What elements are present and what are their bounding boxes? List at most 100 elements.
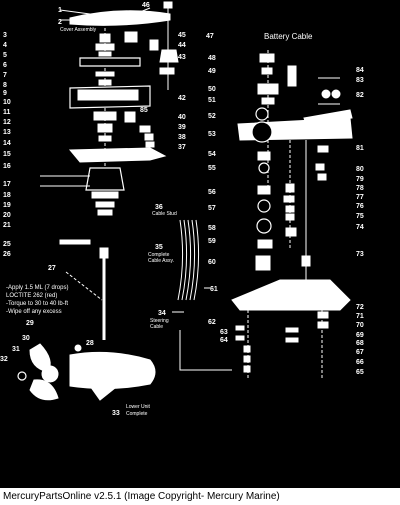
part-21-shape (97, 209, 113, 216)
clamp-bracket-shape (231, 279, 351, 311)
callout-19: 19 (3, 202, 11, 209)
part-49-shape (261, 67, 273, 75)
callout-3: 3 (3, 32, 7, 39)
part-56-shape (257, 185, 271, 195)
part-3-shape (99, 33, 111, 43)
part-14-shape (97, 123, 113, 133)
part-78-shape (285, 183, 295, 193)
bracket-pivot (251, 121, 273, 143)
cable-stud-caption: Cable Stud (152, 211, 177, 217)
callout-31: 31 (12, 346, 20, 353)
part-7-shape (95, 71, 115, 77)
callout-65: 65 (356, 369, 364, 376)
callout-28: 28 (86, 340, 94, 347)
callout-39: 39 (178, 124, 186, 131)
callout-36: 36 (155, 204, 163, 211)
part-19-shape (91, 191, 119, 199)
callout-55: 55 (208, 165, 216, 172)
part-59-shape (257, 239, 273, 249)
part-81-shape (317, 145, 329, 153)
part-67-shape (243, 345, 251, 353)
callout-57: 57 (208, 205, 216, 212)
part-74-shape (285, 227, 297, 237)
loctite-note-line-2: LOCTITE 262 (red) (6, 293, 57, 299)
part-6-plate (79, 57, 141, 67)
steering-cable-caption-2: Cable (150, 324, 163, 330)
part-60-shape (255, 255, 271, 271)
part-17-collar (85, 167, 125, 191)
callout-71: 71 (356, 313, 364, 320)
part-64-shape (235, 335, 245, 341)
part-38-shape (144, 133, 154, 141)
complete-cable-caption-2: Cable Assy. (148, 258, 174, 264)
part-65-shape (243, 365, 251, 373)
callout-83: 83 (356, 77, 364, 84)
callout-8: 8 (3, 82, 7, 89)
battery-cable-caption: Battery Cable (264, 32, 313, 41)
part-84-shape (287, 65, 297, 87)
skeg-shape (88, 385, 117, 401)
callout-25: 25 (3, 241, 11, 248)
callout-10: 10 (3, 99, 11, 106)
callout-9: 9 (3, 90, 7, 97)
callout-13: 13 (3, 129, 11, 136)
callout-35: 35 (155, 244, 163, 251)
loctite-note-line-4: -Wipe off any excess (6, 309, 62, 315)
callout-74: 74 (356, 224, 364, 231)
loctite-note-line-1: -Apply 1.5 ML (7 drops) (6, 285, 68, 291)
callout-75: 75 (356, 213, 364, 220)
callout-12: 12 (3, 119, 11, 126)
callout-32: 32 (0, 356, 8, 363)
callout-15: 15 (3, 151, 11, 158)
part-79-shape (317, 173, 327, 181)
callout-48: 48 (208, 55, 216, 62)
callout-67: 67 (356, 349, 364, 356)
part-43-shape (159, 49, 179, 63)
callout-66: 66 (356, 359, 364, 366)
part-25-shape (59, 239, 91, 245)
callout-2: 2 (58, 19, 62, 26)
cover-assembly-shape (69, 10, 171, 26)
callout-53: 53 (208, 131, 216, 138)
part-15-shape (98, 135, 112, 142)
callout-4: 4 (3, 42, 7, 49)
part-8-shape (98, 79, 112, 86)
callout-81: 81 (356, 145, 364, 152)
callout-43: 43 (178, 54, 186, 61)
prop-nut (17, 371, 27, 381)
callout-49: 49 (208, 68, 216, 75)
part-80-shape (315, 163, 325, 171)
part-82-b (331, 89, 341, 99)
callout-11: 11 (3, 109, 11, 116)
part-58-shape (256, 218, 272, 234)
part-70-shape (317, 321, 329, 329)
part-51-shape (261, 97, 275, 105)
part-68-shape (285, 337, 299, 343)
callout-38: 38 (178, 134, 186, 141)
callout-29: 29 (26, 320, 34, 327)
callout-17: 17 (3, 181, 11, 188)
part-63-shape (235, 325, 245, 331)
part-76-shape (285, 205, 295, 213)
complete-cable-caption-1: Complete (148, 252, 170, 258)
callout-44: 44 (178, 42, 186, 49)
callout-60: 60 (208, 259, 216, 266)
callout-69: 69 (356, 332, 364, 339)
callout-52: 52 (208, 113, 216, 120)
callout-72: 72 (356, 304, 364, 311)
part-73-shape (301, 255, 311, 267)
part-29-shape (74, 344, 82, 352)
callout-68: 68 (356, 340, 364, 347)
callout-70: 70 (356, 322, 364, 329)
exploded-parts-diagram: 1 2 46 Cover Assembly 3 4 5 6 7 8 9 10 1… (0, 0, 400, 488)
callout-27: 27 (48, 265, 56, 272)
part-44-shape (149, 39, 159, 51)
part-45-shape (124, 31, 138, 43)
callout-58: 58 (208, 225, 216, 232)
callout-6: 6 (3, 62, 7, 69)
callout-63: 63 (220, 329, 228, 336)
callout-64: 64 (220, 337, 228, 344)
callout-84: 84 (356, 67, 364, 74)
callout-61: 61 (210, 286, 218, 293)
part-4-shape (95, 43, 115, 51)
